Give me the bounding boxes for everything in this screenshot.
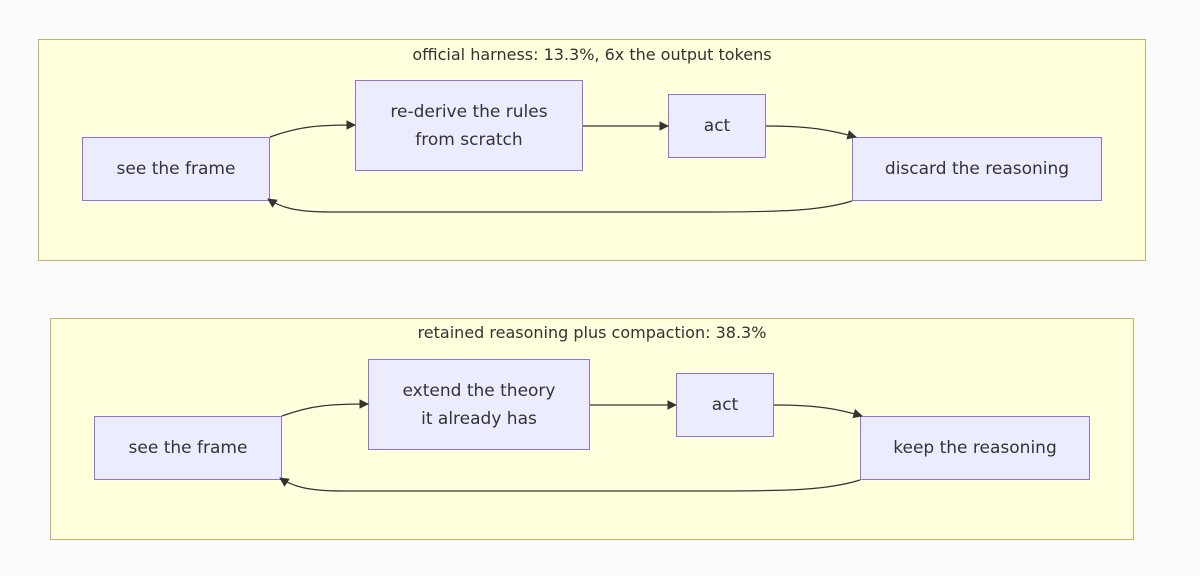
node-see-the-frame-bottom: see the frame: [94, 416, 282, 480]
node-extend-theory: extend the theory it already has: [368, 359, 590, 450]
node-act-bottom: act: [676, 373, 774, 437]
node-discard-reasoning: discard the reasoning: [852, 137, 1102, 201]
cluster-title-retained-reasoning: retained reasoning plus compaction: 38.3…: [417, 323, 767, 342]
node-keep-reasoning: keep the reasoning: [860, 416, 1090, 480]
node-re-derive-rules: re-derive the rules from scratch: [355, 80, 583, 171]
node-see-the-frame-top: see the frame: [82, 137, 270, 201]
node-act-top: act: [668, 94, 766, 158]
cluster-title-official-harness: official harness: 13.3%, 6x the output t…: [412, 45, 772, 64]
